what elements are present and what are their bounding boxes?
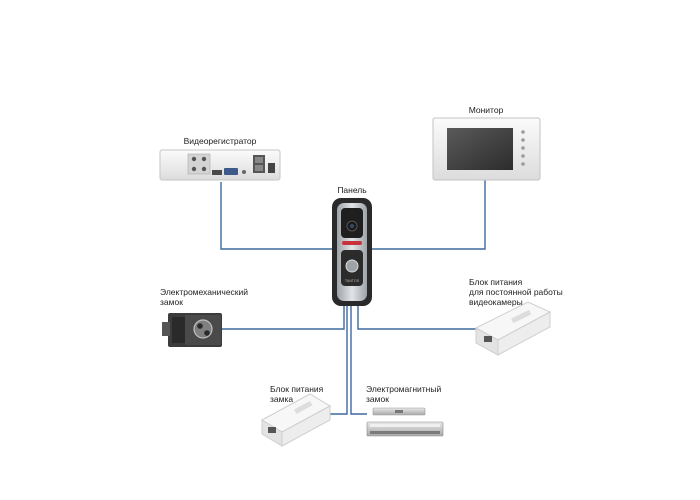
wire-panel-mech-lock xyxy=(222,306,345,330)
wire-panel-psu-camera xyxy=(357,306,476,330)
wire-psu-lock-mag-lock xyxy=(350,306,367,415)
mech-lock-device xyxy=(162,313,222,347)
panel-brand-text: TANTOS xyxy=(345,279,360,283)
label-dvr: Видеорегистратор xyxy=(183,136,257,146)
magnetic-lock-device xyxy=(366,407,444,437)
label-mech-lock: Электромеханический замок xyxy=(160,287,248,307)
wire-dvr-panel xyxy=(220,182,333,250)
label-psu-camera: Блок питания для постоянной работы видео… xyxy=(469,277,563,307)
psu-lock-device xyxy=(260,393,332,447)
label-psu-camera-line1: Блок питания xyxy=(469,277,523,287)
label-psu-camera-line3: видеокамеры xyxy=(469,297,523,307)
label-magnetic-lock-line2: замок xyxy=(366,394,389,404)
label-magnetic-lock-line1: Электромагнитный xyxy=(366,384,442,394)
label-magnetic-lock: Электромагнитный замок xyxy=(366,384,441,404)
dvr-device xyxy=(159,149,281,181)
label-psu-camera-line2: для постоянной работы xyxy=(469,287,563,297)
monitor-device xyxy=(432,117,541,181)
wire-panel-psu-lock xyxy=(330,306,348,415)
wire-monitor-panel xyxy=(371,180,486,250)
label-psu-lock-line2: замка xyxy=(270,394,294,404)
wires xyxy=(220,180,486,415)
psu-camera-device xyxy=(474,301,552,356)
label-mech-lock-line2: замок xyxy=(160,297,183,307)
label-mech-lock-line1: Электромеханический xyxy=(160,287,249,297)
label-psu-lock: Блок питания замка xyxy=(270,384,323,404)
panel-device: TANTOS xyxy=(332,198,372,306)
label-panel: Панель xyxy=(337,185,367,195)
label-monitor: Монитор xyxy=(468,105,504,115)
label-psu-lock-line1: Блок питания xyxy=(270,384,324,394)
